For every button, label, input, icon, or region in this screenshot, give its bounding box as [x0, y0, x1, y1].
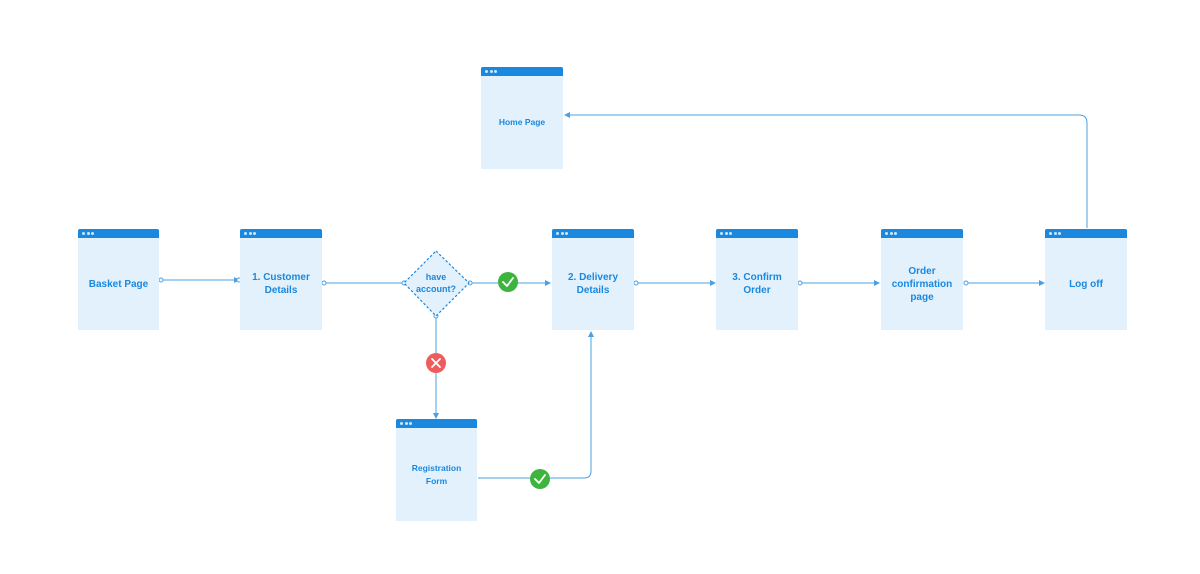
node-label: Basket Page — [88, 278, 149, 290]
node-label: Registration Form — [411, 462, 462, 486]
node-label: 2. Delivery Details — [567, 272, 619, 296]
port-dot — [797, 280, 803, 286]
window-titlebar — [716, 229, 798, 238]
window-dots-icon — [1049, 232, 1061, 235]
decision-diamond — [403, 250, 470, 317]
page-node-delivery-details[interactable]: 2. Delivery Details — [552, 229, 634, 330]
window-titlebar — [1045, 229, 1127, 238]
window-titlebar — [396, 419, 477, 428]
window-titlebar — [552, 229, 634, 238]
port-dot — [321, 280, 327, 286]
node-label: 3. Confirm Order — [732, 272, 782, 296]
check-icon — [498, 272, 518, 292]
page-node-log-off[interactable]: Log off — [1045, 229, 1127, 330]
node-label: Order confirmation page — [891, 265, 953, 303]
node-label: Log off — [1069, 278, 1103, 290]
check-icon — [530, 469, 550, 489]
page-node-customer-details[interactable]: 1. Customer Details — [240, 229, 322, 330]
window-dots-icon — [244, 232, 256, 235]
window-dots-icon — [82, 232, 94, 235]
page-node-confirm-order[interactable]: 3. Confirm Order — [716, 229, 798, 330]
window-dots-icon — [556, 232, 568, 235]
window-titlebar — [481, 67, 563, 76]
decision-label: have account? — [415, 272, 456, 294]
page-node-basket[interactable]: Basket Page — [78, 229, 159, 330]
node-label: 1. Customer Details — [252, 272, 310, 296]
cross-icon — [426, 353, 446, 373]
connector-logoff-to-home — [564, 112, 1088, 228]
page-node-registration[interactable]: Registration Form — [396, 419, 477, 521]
window-dots-icon — [885, 232, 897, 235]
window-dots-icon — [720, 232, 732, 235]
window-titlebar — [240, 229, 322, 238]
window-titlebar — [78, 229, 159, 238]
node-label: Home Page — [498, 117, 546, 127]
window-dots-icon — [485, 70, 497, 73]
port-dot — [633, 280, 639, 286]
connector-registration-to-delivery — [478, 331, 594, 479]
page-node-order-confirmation[interactable]: Order confirmation page — [881, 229, 963, 330]
window-titlebar — [881, 229, 963, 238]
page-node-home[interactable]: Home Page — [481, 67, 563, 169]
port-dot — [158, 277, 164, 283]
window-dots-icon — [400, 422, 412, 425]
port-dot — [963, 280, 969, 286]
